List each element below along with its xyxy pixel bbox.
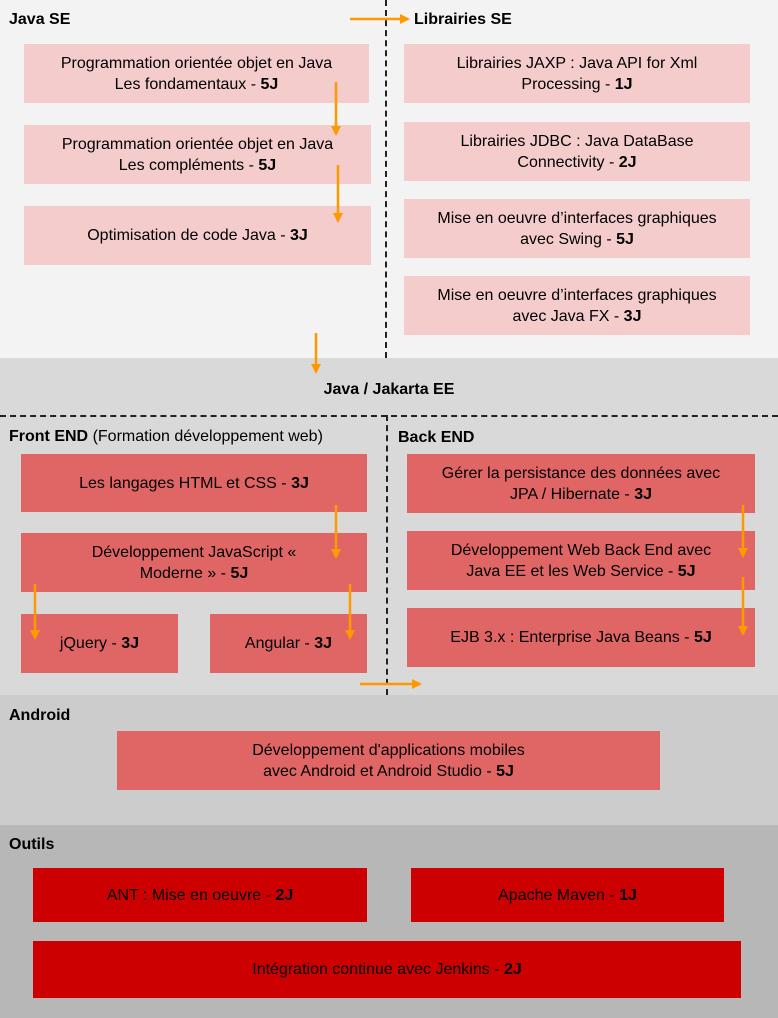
box-ejb[interactable]: EJB 3.x : Enterprise Java Beans - 5J [407,608,755,667]
box-angular[interactable]: Angular - 3J [210,614,367,673]
librairies-se-title: Librairies SE [414,11,512,28]
javase-divider [385,0,387,358]
box-ant[interactable]: ANT : Mise en oeuvre - 2J [33,868,367,922]
box-jenkins[interactable]: Intégration continue avec Jenkins - 2J [33,941,741,998]
outils-title: Outils [9,836,55,853]
box-html-css[interactable]: Les langages HTML et CSS - 3J [21,454,367,512]
android-title: Android [9,707,71,724]
box-optimisation[interactable]: Optimisation de code Java - 3J [24,206,371,265]
front-back-divider [386,415,388,695]
box-maven[interactable]: Apache Maven - 1J [411,868,724,922]
java-se-title: Java SE [9,11,71,28]
box-javascript[interactable]: Développement JavaScript «Moderne » - 5J [21,533,367,592]
java-ee-title: Java / Jakarta EE [323,381,455,398]
box-jquery[interactable]: jQuery - 3J [21,614,178,673]
front-end-title: Front END (Formation développement web) [9,428,323,445]
ee-divider [0,415,778,417]
back-end-title: Back END [398,429,475,446]
